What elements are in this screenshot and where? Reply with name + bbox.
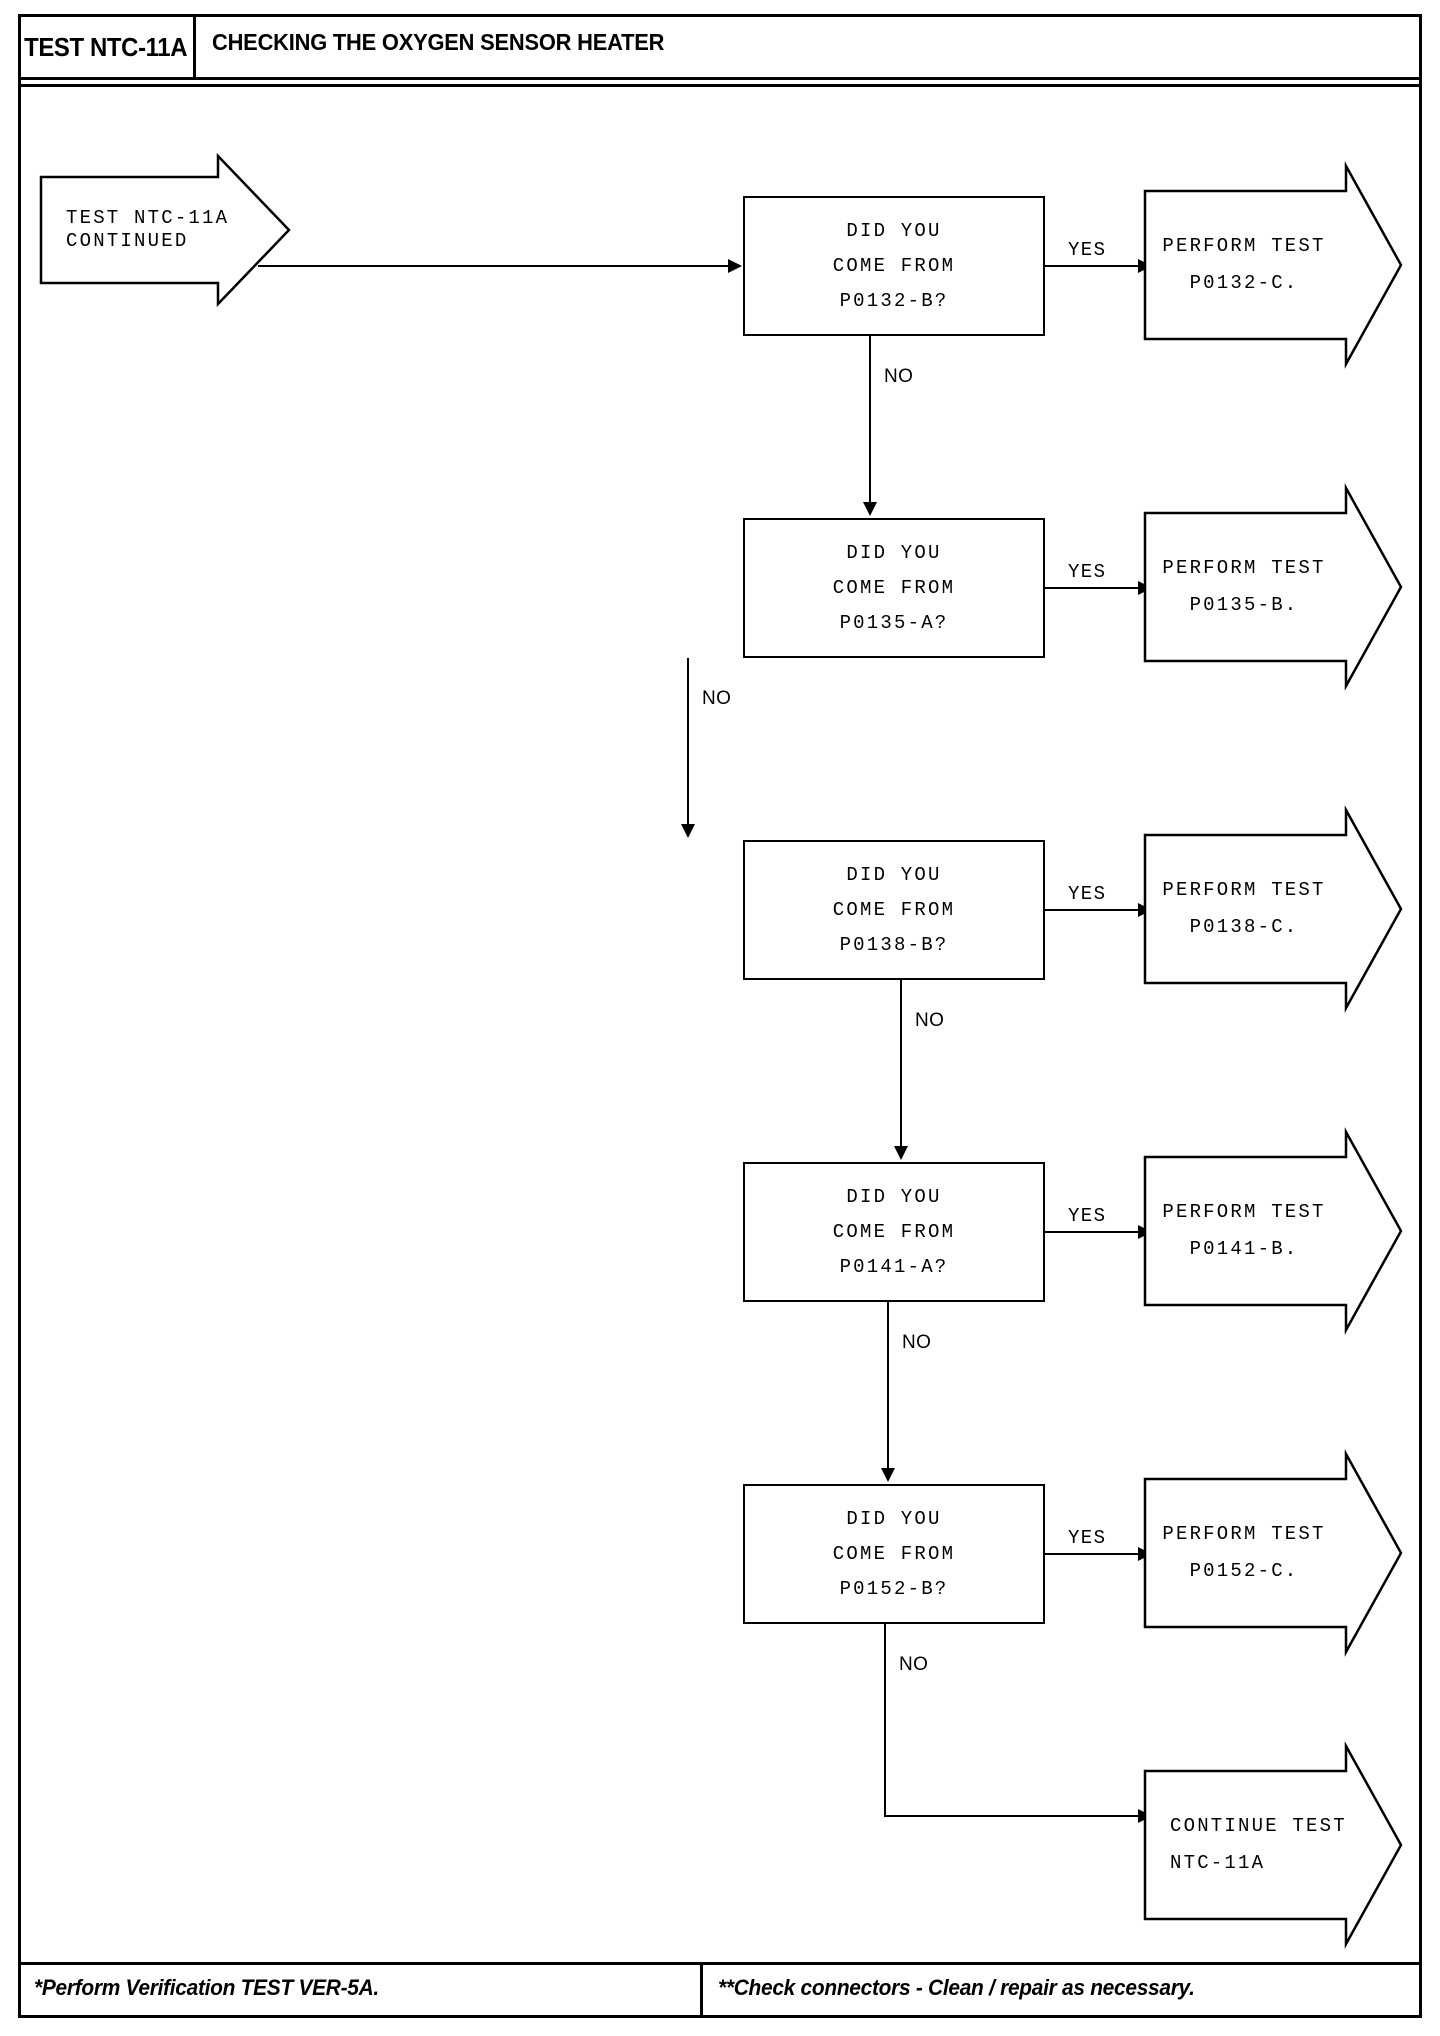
branch-label-yes-4: YES — [1068, 1205, 1107, 1227]
decision-3-line-1: DID YOU — [846, 863, 942, 886]
footer-divider — [700, 1965, 703, 2018]
yes-arrow-shape-1 — [1143, 161, 1403, 369]
branch-label-yes-1: YES — [1068, 239, 1107, 261]
decision-box-4[interactable]: DID YOU COME FROM P0141-A? — [743, 1162, 1045, 1302]
page-title: CHECKING THE OXYGEN SENSOR HEATER — [212, 29, 665, 55]
yes-connector-5 — [1045, 1553, 1142, 1555]
decision-box-3[interactable]: DID YOU COME FROM P0138-B? — [743, 840, 1045, 980]
header-test-code-cell: TEST NTC-11A — [18, 14, 196, 80]
decision-box-5[interactable]: DID YOU COME FROM P0152-B? — [743, 1484, 1045, 1624]
branch-label-no-2: NO — [702, 688, 732, 709]
no-connector-5-vertical — [884, 1624, 886, 1817]
decision-5-line-1: DID YOU — [846, 1507, 942, 1530]
yes-connector-4 — [1045, 1231, 1142, 1233]
yes-arrow-block-5: PERFORM TEST P0152-C. — [1143, 1449, 1403, 1657]
yes-arrow-block-2: PERFORM TEST P0135-B. — [1143, 483, 1403, 691]
terminal-arrow-shape — [1143, 1741, 1403, 1949]
yes-arrow-block-4: PERFORM TEST P0141-B. — [1143, 1127, 1403, 1335]
entry-connector-arrowhead — [728, 259, 742, 273]
footer-note-left: *Perform Verification TEST VER-5A. — [34, 1975, 379, 2000]
no-arrowhead-1 — [863, 502, 877, 516]
decision-4-line-3: P0141-A? — [839, 1255, 949, 1278]
decision-1-line-1: DID YOU — [846, 219, 942, 242]
decision-2-line-1: DID YOU — [846, 541, 942, 564]
decision-4-line-2: COME FROM — [832, 1220, 956, 1243]
yes-connector-3 — [1045, 909, 1142, 911]
page-border — [18, 14, 1422, 2018]
no-connector-4 — [887, 1302, 889, 1470]
decision-1-line-2: COME FROM — [832, 254, 956, 277]
yes-arrow-block-1: PERFORM TEST P0132-C. — [1143, 161, 1403, 369]
yes-arrow-shape-4 — [1143, 1127, 1403, 1335]
no-arrowhead-2 — [681, 824, 695, 838]
decision-2-line-3: P0135-A? — [839, 611, 949, 634]
branch-label-yes-2: YES — [1068, 561, 1107, 583]
no-connector-1 — [869, 336, 871, 504]
yes-arrow-shape-2 — [1143, 483, 1403, 691]
entry-connector-line — [258, 265, 730, 267]
yes-arrow-block-3: PERFORM TEST P0138-C. — [1143, 805, 1403, 1013]
branch-label-no-1: NO — [884, 366, 914, 387]
decision-box-1[interactable]: DID YOU COME FROM P0132-B? — [743, 196, 1045, 336]
entry-arrow-block: TEST NTC-11A CONTINUED — [39, 152, 291, 308]
yes-connector-2 — [1045, 587, 1142, 589]
decision-3-line-2: COME FROM — [832, 898, 956, 921]
header-band — [18, 14, 1422, 80]
decision-5-line-2: COME FROM — [832, 1542, 956, 1565]
entry-arrow-shape — [39, 152, 291, 308]
branch-label-yes-3: YES — [1068, 883, 1107, 905]
yes-arrow-shape-3 — [1143, 805, 1403, 1013]
branch-label-no-4: NO — [902, 1332, 932, 1353]
decision-4-line-1: DID YOU — [846, 1185, 942, 1208]
decision-box-2[interactable]: DID YOU COME FROM P0135-A? — [743, 518, 1045, 658]
terminal-arrow-block: CONTINUE TEST NTC-11A — [1143, 1741, 1403, 1949]
no-connector-2 — [687, 658, 689, 826]
header-rule — [18, 84, 1422, 87]
decision-3-line-3: P0138-B? — [839, 933, 949, 956]
header-test-code: TEST NTC-11A — [23, 31, 188, 62]
decision-2-line-2: COME FROM — [832, 576, 956, 599]
no-connector-3 — [900, 980, 902, 1148]
footer-note-right: **Check connectors - Clean / repair as n… — [718, 1975, 1195, 2000]
no-arrowhead-4 — [881, 1468, 895, 1482]
yes-arrow-shape-5 — [1143, 1449, 1403, 1657]
branch-label-no-5: NO — [899, 1654, 929, 1675]
footer-band — [18, 1962, 1422, 2018]
no-arrowhead-3 — [894, 1146, 908, 1160]
decision-1-line-3: P0132-B? — [839, 289, 949, 312]
yes-connector-1 — [1045, 265, 1142, 267]
decision-5-line-3: P0152-B? — [839, 1577, 949, 1600]
branch-label-no-3: NO — [915, 1010, 945, 1031]
no-connector-5-horizontal — [884, 1815, 1142, 1817]
branch-label-yes-5: YES — [1068, 1527, 1107, 1549]
